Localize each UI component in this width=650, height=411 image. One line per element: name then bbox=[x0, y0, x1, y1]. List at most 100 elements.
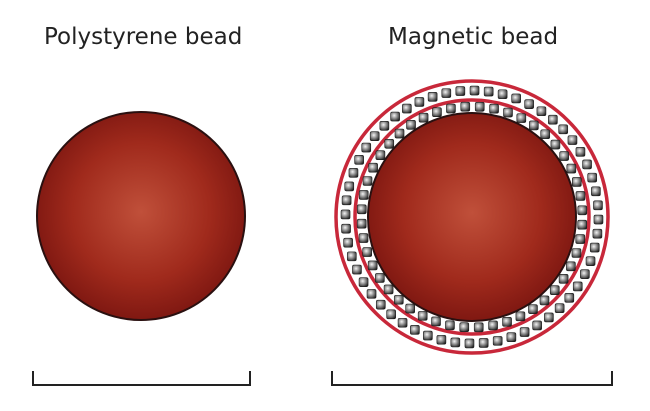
outer-layer-particle-icon bbox=[410, 325, 420, 335]
outer-layer-particle-icon bbox=[580, 269, 590, 279]
inner-layer-particle-icon bbox=[503, 107, 513, 118]
outer-layer-particle-icon bbox=[441, 88, 452, 98]
outer-layer-particle-icon bbox=[340, 209, 351, 220]
inner-layer-particle-icon bbox=[356, 218, 367, 229]
outer-layer-particle-icon bbox=[575, 147, 586, 157]
inner-layer-particle-icon bbox=[549, 285, 560, 296]
outer-layer-particle-icon bbox=[358, 277, 369, 287]
inner-layer-particle-icon bbox=[394, 128, 405, 139]
inner-layer-particle-icon bbox=[529, 120, 539, 131]
outer-layer-particle-icon bbox=[536, 106, 547, 117]
outer-layer-particle-icon bbox=[369, 131, 380, 141]
outer-layer-particle-icon bbox=[589, 242, 600, 253]
inner-layer-particle-icon bbox=[528, 304, 538, 314]
inner-layer-particle-icon bbox=[432, 107, 442, 117]
inner-layer-particle-icon bbox=[431, 316, 441, 327]
inner-layer-particle-icon bbox=[539, 295, 550, 306]
outer-layer-particle-icon bbox=[427, 91, 438, 102]
outer-layer-particle-icon bbox=[511, 93, 521, 104]
inner-layer-particle-icon bbox=[488, 320, 498, 331]
outer-layer-particle-icon bbox=[352, 264, 362, 275]
outer-layer-particle-icon bbox=[592, 228, 603, 239]
inner-layer-particle-icon bbox=[383, 284, 394, 295]
outer-layer-particle-icon bbox=[354, 155, 364, 165]
inner-layer-particle-icon bbox=[515, 311, 526, 322]
outer-layer-particle-icon bbox=[436, 334, 447, 345]
inner-layer-particle-icon bbox=[375, 150, 386, 160]
outer-layer-particle-icon bbox=[582, 159, 592, 170]
magnetic-shell-outer-ring bbox=[334, 79, 610, 355]
outer-layer-particle-icon bbox=[361, 142, 372, 153]
polystyrene-bead bbox=[36, 111, 246, 321]
inner-layer-particle-icon bbox=[406, 120, 416, 130]
polystyrene-bead-label: Polystyrene bead bbox=[44, 24, 243, 50]
outer-layer-particle-icon bbox=[343, 237, 353, 248]
outer-layer-particle-icon bbox=[478, 338, 489, 348]
outer-layer-particle-icon bbox=[554, 303, 565, 314]
inner-layer-particle-icon bbox=[502, 316, 512, 327]
inner-layer-particle-icon bbox=[445, 320, 455, 331]
outer-layer-particle-icon bbox=[386, 309, 396, 320]
outer-layer-particle-icon bbox=[564, 293, 575, 303]
outer-layer-particle-icon bbox=[423, 330, 433, 341]
inner-layer-particle-icon bbox=[358, 190, 369, 200]
inner-layer-particle-icon bbox=[459, 322, 470, 333]
outer-layer-particle-icon bbox=[397, 317, 408, 328]
outer-layer-particle-icon bbox=[390, 111, 400, 122]
outer-layer-particle-icon bbox=[464, 338, 475, 349]
inner-layer-particle-icon bbox=[474, 101, 485, 112]
inner-layer-particle-icon bbox=[393, 294, 404, 305]
inner-layer-particle-icon bbox=[362, 176, 373, 186]
magnetic-particles-outer-layer bbox=[340, 85, 604, 349]
inner-layer-particle-icon bbox=[375, 273, 385, 283]
inner-layer-particle-icon bbox=[571, 177, 582, 187]
outer-layer-particle-icon bbox=[341, 223, 351, 234]
outer-layer-particle-icon bbox=[341, 195, 352, 206]
polystyrene-size-bracket bbox=[32, 371, 251, 386]
inner-layer-particle-icon bbox=[362, 247, 373, 257]
inner-layer-particle-icon bbox=[489, 103, 499, 114]
inner-layer-particle-icon bbox=[418, 112, 429, 123]
inner-layer-particle-icon bbox=[460, 101, 471, 112]
outer-layer-particle-icon bbox=[483, 86, 494, 97]
inner-layer-particle-icon bbox=[473, 322, 484, 333]
magnetic-bead-label: Magnetic bead bbox=[388, 24, 559, 50]
outer-layer-particle-icon bbox=[572, 281, 583, 292]
magnetic-shell-inner-ring bbox=[353, 98, 591, 336]
outer-layer-particle-icon bbox=[524, 99, 534, 109]
outer-layer-particle-icon bbox=[548, 114, 558, 125]
inner-layer-particle-icon bbox=[384, 138, 395, 149]
outer-layer-particle-icon bbox=[469, 85, 480, 96]
inner-layer-particle-icon bbox=[558, 274, 569, 284]
outer-layer-particle-icon bbox=[492, 336, 503, 346]
inner-layer-particle-icon bbox=[571, 248, 582, 258]
outer-layer-particle-icon bbox=[519, 327, 530, 337]
inner-layer-particle-icon bbox=[577, 205, 588, 216]
magnetic-bead-core bbox=[367, 112, 577, 322]
inner-layer-particle-icon bbox=[575, 234, 586, 244]
magnetic-size-bracket bbox=[331, 371, 613, 386]
inner-layer-particle-icon bbox=[577, 219, 588, 230]
outer-layer-particle-icon bbox=[414, 97, 425, 107]
outer-layer-particle-icon bbox=[506, 332, 517, 343]
outer-layer-particle-icon bbox=[375, 299, 386, 310]
outer-layer-particle-icon bbox=[593, 214, 604, 225]
outer-layer-particle-icon bbox=[593, 200, 603, 211]
outer-layer-particle-icon bbox=[379, 120, 390, 131]
inner-layer-particle-icon bbox=[575, 191, 586, 201]
inner-layer-particle-icon bbox=[566, 163, 577, 174]
outer-layer-particle-icon bbox=[497, 89, 508, 100]
inner-layer-particle-icon bbox=[368, 162, 378, 173]
inner-layer-particle-icon bbox=[446, 103, 456, 114]
inner-layer-particle-icon bbox=[358, 233, 369, 243]
inner-layer-particle-icon bbox=[540, 129, 551, 140]
outer-layer-particle-icon bbox=[587, 172, 598, 183]
outer-layer-particle-icon bbox=[585, 256, 596, 266]
inner-layer-particle-icon bbox=[405, 303, 415, 314]
outer-layer-particle-icon bbox=[348, 168, 359, 178]
outer-layer-particle-icon bbox=[558, 124, 569, 135]
inner-layer-particle-icon bbox=[417, 311, 428, 321]
outer-layer-particle-icon bbox=[567, 135, 578, 145]
inner-layer-particle-icon bbox=[367, 260, 378, 271]
